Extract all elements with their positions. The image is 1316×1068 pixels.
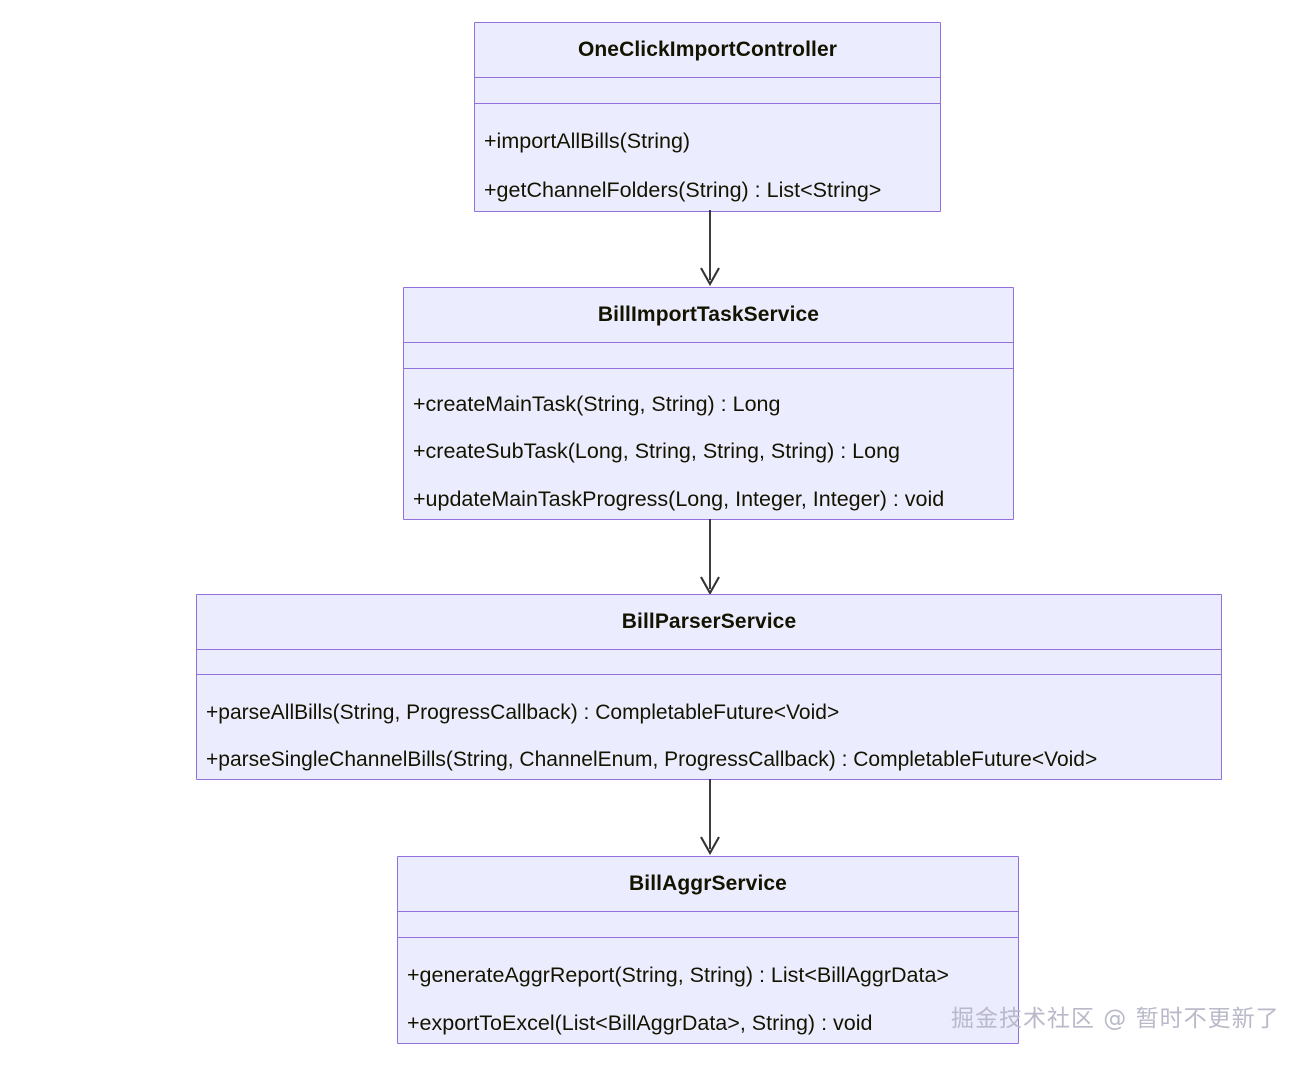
- class-methods-billaggrservice: +generateAggrReport(String, String) : Li…: [398, 938, 1018, 1043]
- class-attributes-billaggrservice: [398, 912, 1018, 938]
- class-title-billparserservice: BillParserService: [197, 595, 1221, 650]
- class-method-item: +createMainTask(String, String) : Long: [413, 391, 781, 416]
- class-method-item: +updateMainTaskProgress(Long, Integer, I…: [413, 486, 945, 511]
- class-name-text: BillImportTaskService: [597, 303, 820, 326]
- class-box-billaggrservice[interactable]: BillAggrService +generateAggrReport(Stri…: [397, 856, 1019, 1044]
- class-box-billparserservice[interactable]: BillParserService +parseAllBills(String,…: [196, 594, 1222, 780]
- class-method-item: +parseAllBills(String, ProgressCallback)…: [206, 700, 840, 724]
- watermark-text: 掘金技术社区 @ 暂时不更新了: [951, 1006, 1280, 1032]
- class-box-oneclickimportcontroller[interactable]: OneClickImportController +importAllBills…: [474, 22, 941, 212]
- connector-arrow-2: [700, 519, 720, 596]
- class-title-billaggrservice: BillAggrService: [398, 857, 1018, 912]
- class-title-oneclickimportcontroller: OneClickImportController: [475, 23, 940, 78]
- class-method-item: +getChannelFolders(String) : List<String…: [484, 178, 882, 202]
- class-title-billimporttaskservice: BillImportTaskService: [404, 288, 1013, 343]
- class-name-text: BillParserService: [621, 610, 797, 633]
- connector-arrow-3: [700, 779, 720, 856]
- class-method-item: +createSubTask(Long, String, String, Str…: [413, 439, 901, 464]
- class-methods-oneclickimportcontroller: +importAllBills(String) +getChannelFolde…: [475, 104, 940, 211]
- class-method-item: +generateAggrReport(String, String) : Li…: [407, 962, 949, 987]
- class-name-text: OneClickImportController: [577, 38, 838, 61]
- class-methods-billimporttaskservice: +createMainTask(String, String) : Long +…: [404, 369, 1013, 519]
- class-attributes-oneclickimportcontroller: [475, 78, 940, 104]
- class-method-item: +exportToExcel(List<BillAggrData>, Strin…: [407, 1010, 873, 1035]
- class-method-item: +importAllBills(String): [484, 129, 691, 154]
- class-method-item: +parseSingleChannelBills(String, Channel…: [206, 748, 1098, 771]
- class-name-text: BillAggrService: [629, 872, 787, 895]
- class-methods-billparserservice: +parseAllBills(String, ProgressCallback)…: [197, 675, 1221, 779]
- class-attributes-billparserservice: [197, 650, 1221, 675]
- connector-arrow-1: [700, 210, 720, 287]
- class-attributes-billimporttaskservice: [404, 343, 1013, 369]
- class-box-billimporttaskservice[interactable]: BillImportTaskService +createMainTask(St…: [403, 287, 1014, 520]
